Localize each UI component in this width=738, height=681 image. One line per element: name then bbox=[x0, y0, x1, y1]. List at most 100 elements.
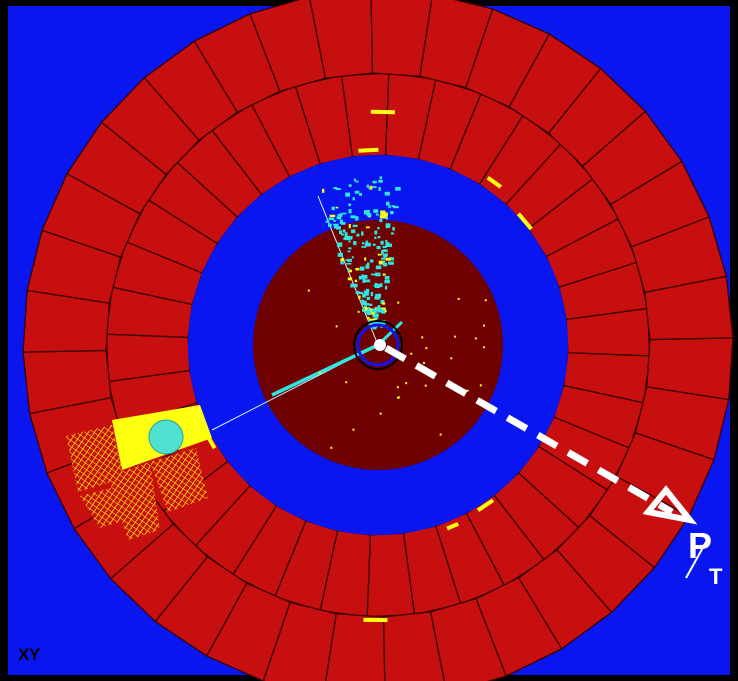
track-hit bbox=[370, 308, 376, 312]
track-hit bbox=[348, 224, 351, 229]
track-hit bbox=[322, 188, 325, 193]
track-hit bbox=[379, 176, 382, 180]
track-hit bbox=[375, 293, 382, 297]
track-hit bbox=[370, 291, 374, 297]
track-hit bbox=[385, 242, 390, 246]
calorimeter-cell bbox=[309, 0, 374, 79]
energy-deposit bbox=[476, 498, 495, 512]
calorimeter-cell bbox=[429, 597, 507, 681]
track-hit bbox=[364, 305, 367, 308]
track-hit bbox=[336, 242, 343, 247]
track-hit bbox=[378, 308, 383, 311]
track-hit bbox=[380, 240, 384, 245]
track-hit bbox=[335, 206, 339, 209]
track-hit bbox=[348, 240, 351, 243]
track-hit bbox=[365, 242, 371, 247]
energy-deposit bbox=[486, 176, 503, 189]
track-hit bbox=[351, 256, 355, 259]
track-hit bbox=[378, 187, 381, 191]
track-hit bbox=[373, 209, 379, 213]
track-hit bbox=[382, 253, 388, 257]
track-hit bbox=[370, 273, 376, 276]
track-hit bbox=[359, 266, 365, 271]
track-hit bbox=[361, 300, 367, 306]
track-hit bbox=[364, 279, 371, 283]
track-hit bbox=[368, 303, 373, 306]
track-hit bbox=[348, 184, 352, 188]
tracker-hit bbox=[474, 337, 477, 340]
tracker-hit bbox=[330, 446, 333, 449]
track-hit bbox=[325, 220, 330, 223]
track-hit bbox=[390, 211, 394, 215]
interaction-vertex bbox=[353, 320, 403, 370]
track-hit bbox=[377, 305, 381, 310]
track-hit bbox=[350, 283, 354, 288]
track-hit bbox=[366, 308, 370, 314]
track-hit bbox=[377, 308, 383, 313]
tracker-hit bbox=[479, 384, 482, 387]
track-hit bbox=[384, 279, 390, 284]
track-hit bbox=[337, 214, 343, 217]
track-hit bbox=[361, 231, 364, 236]
track-hit bbox=[376, 313, 379, 318]
tracker-hit bbox=[405, 382, 408, 385]
track-hit bbox=[366, 213, 372, 217]
track-hit bbox=[355, 267, 360, 271]
tracker-hit bbox=[396, 386, 399, 389]
track-hit bbox=[380, 214, 387, 219]
missing-pt-label: P bbox=[688, 525, 713, 566]
track-hit bbox=[379, 218, 383, 223]
track-hit bbox=[359, 193, 363, 196]
track-hit bbox=[384, 285, 388, 290]
track-hit bbox=[364, 257, 367, 261]
track-hit bbox=[385, 201, 390, 206]
track-hit bbox=[354, 279, 358, 283]
track-hit bbox=[377, 253, 382, 256]
track-hit bbox=[381, 309, 386, 314]
track-hit bbox=[342, 229, 346, 233]
tracker-hit bbox=[439, 433, 442, 436]
track-hit bbox=[362, 278, 366, 283]
track-hit bbox=[337, 252, 343, 257]
energy-deposit bbox=[370, 109, 395, 115]
tracker-hit bbox=[357, 310, 360, 313]
tracker-hit bbox=[397, 396, 400, 399]
track-hit bbox=[351, 229, 356, 234]
track-hit bbox=[347, 258, 352, 262]
track-hit bbox=[388, 257, 395, 261]
track-hit bbox=[379, 214, 382, 219]
tracker-hit bbox=[335, 325, 338, 328]
track-hit bbox=[358, 291, 363, 295]
tracker-hit bbox=[482, 324, 485, 327]
track-hit bbox=[366, 312, 372, 316]
track-hit bbox=[377, 236, 381, 239]
track-hit bbox=[355, 180, 359, 183]
track-hit bbox=[340, 258, 345, 262]
track-hit bbox=[331, 206, 335, 211]
track-hit bbox=[350, 215, 356, 219]
track-hit bbox=[347, 250, 351, 253]
track-hit bbox=[372, 180, 377, 184]
track-hit bbox=[352, 197, 355, 201]
track-hit bbox=[375, 272, 381, 277]
track-hit bbox=[374, 309, 377, 314]
track-hit bbox=[388, 261, 394, 265]
track-hit bbox=[339, 219, 343, 224]
track-hit bbox=[357, 295, 361, 299]
track-hit bbox=[382, 249, 388, 253]
track-hit bbox=[395, 186, 401, 191]
energy-deposit bbox=[516, 212, 533, 231]
track-hit bbox=[378, 179, 383, 183]
track-hit bbox=[380, 299, 383, 305]
tracker-hit bbox=[421, 336, 424, 339]
track-hit bbox=[378, 260, 384, 265]
track-hit bbox=[372, 314, 379, 318]
em-cluster bbox=[66, 405, 212, 540]
track-hit bbox=[363, 290, 368, 294]
track-hit bbox=[364, 210, 370, 215]
track-hit bbox=[336, 216, 342, 220]
tracker-hit bbox=[424, 384, 427, 387]
track-hit bbox=[341, 222, 346, 225]
track-hit bbox=[368, 322, 375, 325]
